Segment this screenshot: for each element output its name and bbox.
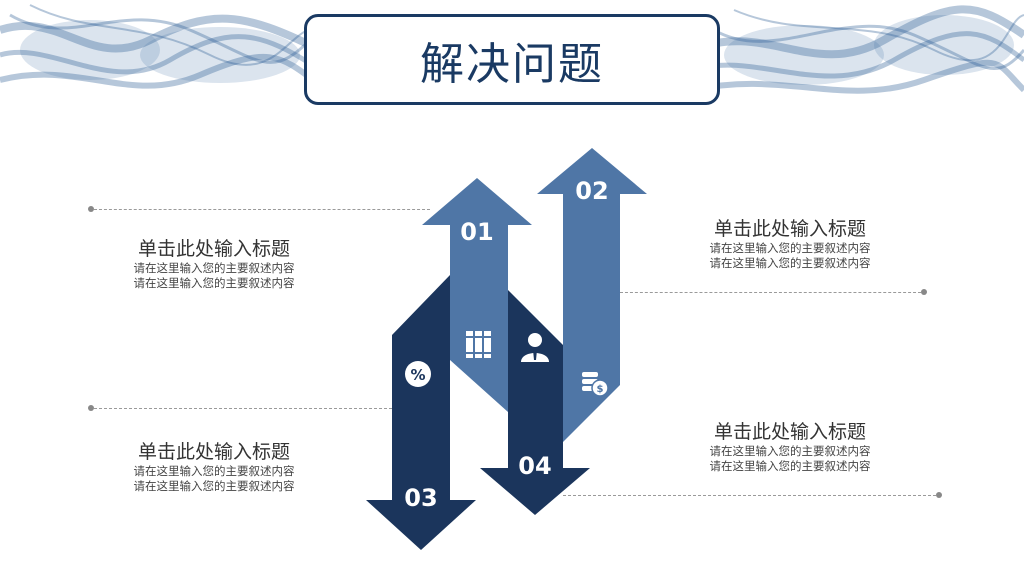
step-number-01: 01 xyxy=(460,218,493,246)
text-block-04: 单击此处输入标题 请在这里输入您的主要叙述内容 请在这里输入您的主要叙述内容 xyxy=(660,420,920,474)
step-desc-04-line2[interactable]: 请在这里输入您的主要叙述内容 xyxy=(709,459,871,473)
text-block-01: 单击此处输入标题 请在这里输入您的主要叙述内容 请在这里输入您的主要叙述内容 xyxy=(84,237,344,291)
leader-line-3 xyxy=(94,408,392,409)
text-block-03: 单击此处输入标题 请在这里输入您的主要叙述内容 请在这里输入您的主要叙述内容 xyxy=(84,440,344,494)
percent-badge-icon: % xyxy=(405,361,431,387)
step-desc-03-line2[interactable]: 请在这里输入您的主要叙述内容 xyxy=(133,479,295,493)
step-heading-01[interactable]: 单击此处输入标题 xyxy=(137,238,290,260)
step-desc-02-line2[interactable]: 请在这里输入您的主要叙述内容 xyxy=(709,256,871,270)
leader-dot-2 xyxy=(921,289,927,295)
step-number-02: 02 xyxy=(575,177,608,205)
step-number-03: 03 xyxy=(404,484,437,512)
step-desc-01-line2[interactable]: 请在这里输入您的主要叙述内容 xyxy=(133,276,295,290)
step-desc-02-line1[interactable]: 请在这里输入您的主要叙述内容 xyxy=(709,241,871,255)
smoke-decoration-right xyxy=(694,5,1024,94)
step-desc-01-line1[interactable]: 请在这里输入您的主要叙述内容 xyxy=(133,261,295,275)
svg-text:%: % xyxy=(410,366,425,384)
person-icon xyxy=(521,333,549,362)
title-box: 解决问题 xyxy=(304,14,720,105)
arrow-03 xyxy=(366,275,476,550)
leader-dot-4 xyxy=(936,492,942,498)
leader-dot-3 xyxy=(88,405,94,411)
books-icon xyxy=(466,331,491,358)
text-block-02: 单击此处输入标题 请在这里输入您的主要叙述内容 请在这里输入您的主要叙述内容 xyxy=(660,217,920,271)
arrow-04 xyxy=(480,290,590,515)
step-heading-04[interactable]: 单击此处输入标题 xyxy=(713,421,866,443)
step-desc-03-line1[interactable]: 请在这里输入您的主要叙述内容 xyxy=(133,464,295,478)
step-heading-03[interactable]: 单击此处输入标题 xyxy=(137,441,290,463)
arrow-01 xyxy=(422,178,532,412)
step-desc-04-line1[interactable]: 请在这里输入您的主要叙述内容 xyxy=(709,444,871,458)
svg-text:$: $ xyxy=(597,384,604,395)
arrow-02 xyxy=(537,148,647,442)
leader-line-2 xyxy=(620,292,921,293)
page-title: 解决问题 xyxy=(420,38,604,90)
leader-line-1 xyxy=(94,209,430,210)
step-heading-02[interactable]: 单击此处输入标题 xyxy=(713,218,866,240)
smoke-decoration-left xyxy=(0,4,320,89)
leader-line-4 xyxy=(563,495,936,496)
step-number-04: 04 xyxy=(518,452,551,480)
leader-dot-1 xyxy=(88,206,94,212)
coins-dollar-icon: $ xyxy=(582,372,609,397)
